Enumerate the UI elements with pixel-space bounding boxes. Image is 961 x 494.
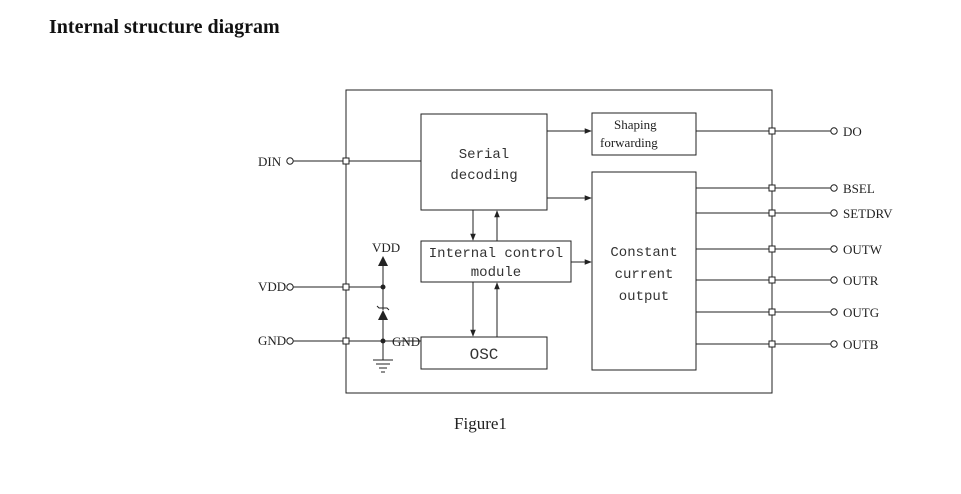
outr-label: OUTR xyxy=(843,273,879,288)
do-label: DO xyxy=(843,124,862,139)
zener-diode-icon xyxy=(378,310,388,320)
vdd-pin: VDD xyxy=(258,279,383,294)
shaping-forwarding-block: Shaping forwarding xyxy=(591,112,697,156)
osc-block: OSC xyxy=(420,336,548,370)
internal-gnd-label: GND xyxy=(392,334,420,349)
outw-pin: OUTW xyxy=(696,242,883,257)
outr-pin: OUTR xyxy=(696,273,879,288)
outb-pin: OUTB xyxy=(696,337,879,352)
setdrv-pin: SETDRV xyxy=(696,206,893,221)
osc-label: OSC xyxy=(470,346,499,364)
ground-icon xyxy=(373,359,393,373)
bsel-label: BSEL xyxy=(843,181,875,196)
setdrv-label: SETDRV xyxy=(843,206,893,221)
shaping-label-2: forwarding xyxy=(600,135,658,150)
outg-label: OUTG xyxy=(843,305,879,320)
constant-current-output-block: Constant current output xyxy=(591,171,697,371)
din-label: DIN xyxy=(258,154,282,169)
internal-control-label-1: Internal control xyxy=(429,246,563,262)
zener-protection-circuit: VDD GND xyxy=(372,240,420,373)
din-pin: DIN xyxy=(258,154,421,169)
internal-vdd-label: VDD xyxy=(372,240,400,255)
outg-pin: OUTG xyxy=(696,305,879,320)
constant-current-label-1: Constant xyxy=(610,245,677,261)
outb-label: OUTB xyxy=(843,337,879,352)
internal-control-module-block: Internal control module xyxy=(420,240,572,283)
vdd-supply-icon xyxy=(378,256,388,266)
serial-decoding-label-1: Serial xyxy=(459,147,509,163)
serial-decoding-block: Serial decoding xyxy=(420,113,548,211)
constant-current-label-3: output xyxy=(619,289,669,305)
do-pin: DO xyxy=(696,124,862,139)
gnd-pin: GND xyxy=(258,333,421,348)
constant-current-label-2: current xyxy=(615,267,674,283)
vdd-label: VDD xyxy=(258,279,286,294)
figure-caption: Figure1 xyxy=(454,414,507,433)
bsel-pin: BSEL xyxy=(696,181,875,196)
internal-control-label-2: module xyxy=(471,265,521,281)
gnd-label: GND xyxy=(258,333,286,348)
shaping-label-1: Shaping xyxy=(614,117,657,132)
outw-label: OUTW xyxy=(843,242,883,257)
page-title: Internal structure diagram xyxy=(49,16,280,38)
serial-decoding-label-2: decoding xyxy=(450,168,517,184)
